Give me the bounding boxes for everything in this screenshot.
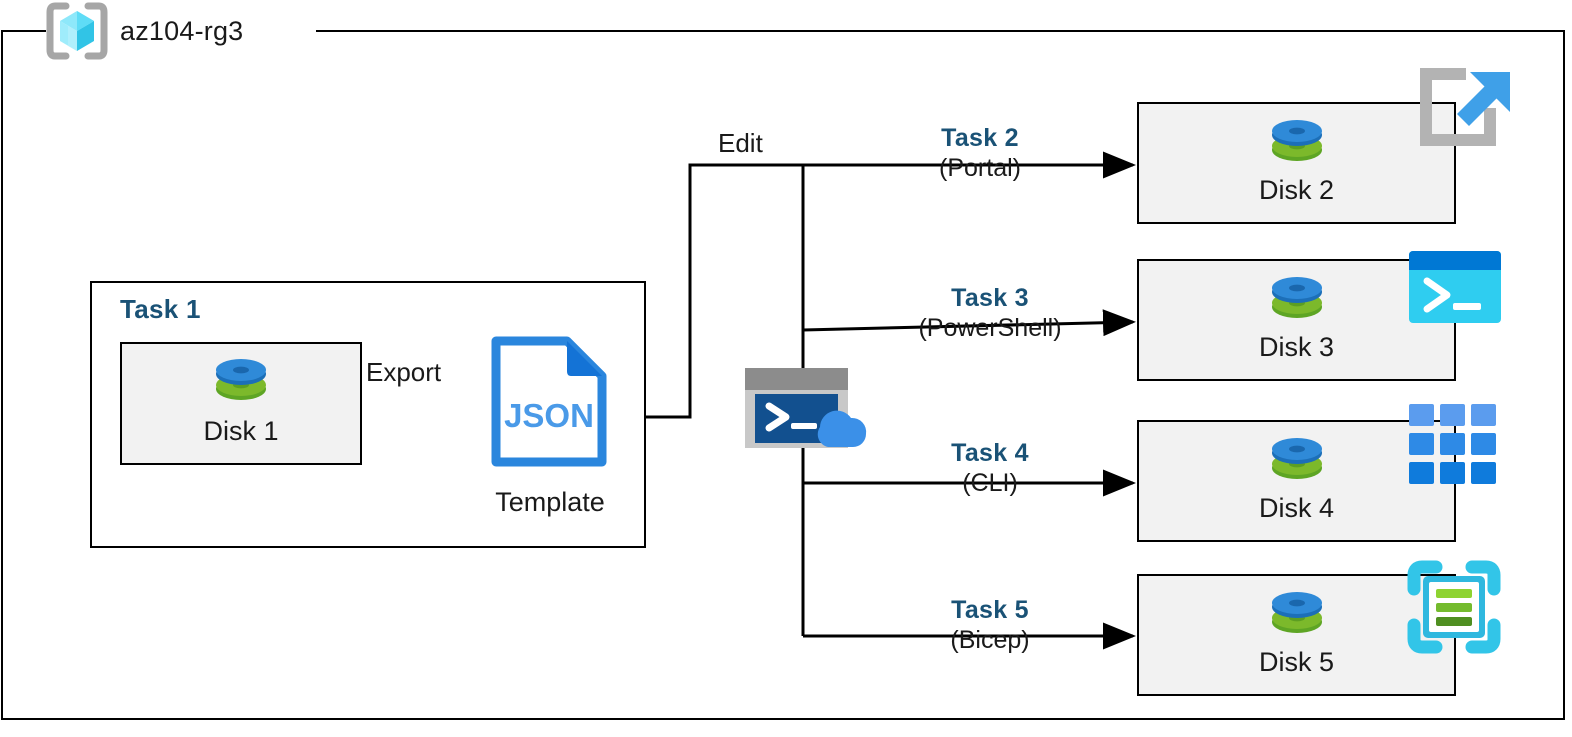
- template-label: Template: [495, 487, 605, 517]
- task5-caption: Task 5 (Bicep): [890, 597, 1090, 653]
- disk-icon: [1267, 585, 1327, 648]
- disk-icon: [211, 352, 271, 415]
- task2-caption: Task 2 (Portal): [880, 125, 1080, 181]
- task2-title: Task 2: [941, 124, 1019, 152]
- disk-icon: [1267, 113, 1327, 176]
- task4-method: (CLI): [962, 468, 1018, 497]
- task4-caption: Task 4 (CLI): [890, 440, 1090, 496]
- disk3-box[interactable]: Disk 3: [1137, 259, 1456, 381]
- disk5-label: Disk 5: [1258, 647, 1334, 677]
- frame-title-gap: [46, 22, 316, 40]
- task4-title: Task 4: [951, 439, 1029, 467]
- resource-group-header: az104-rg3: [46, 2, 244, 60]
- disk-icon: [1267, 431, 1327, 494]
- task5-title: Task 5: [951, 596, 1029, 624]
- disk2-label: Disk 2: [1258, 175, 1334, 205]
- resource-group-frame: [1, 30, 1565, 720]
- task2-method: (Portal): [939, 153, 1021, 182]
- powershell-icon[interactable]: [1409, 251, 1501, 328]
- bicep-icon[interactable]: [1406, 559, 1502, 660]
- export-label: Export: [366, 357, 442, 387]
- disk1-label: Disk 1: [203, 416, 279, 446]
- disk2-box[interactable]: Disk 2: [1137, 102, 1456, 224]
- edit-label: Edit: [718, 128, 763, 158]
- azure-portal-icon[interactable]: [1408, 62, 1518, 177]
- svg-text:JSON: JSON: [504, 397, 594, 434]
- resource-group-name: az104-rg3: [120, 15, 244, 46]
- task3-method: (PowerShell): [918, 313, 1062, 342]
- disk3-label: Disk 3: [1258, 332, 1334, 362]
- task1-label: Task 1: [120, 294, 201, 324]
- cloud-shell-icon[interactable]: [742, 365, 870, 456]
- azure-cli-icon[interactable]: [1409, 404, 1497, 491]
- task3-title: Task 3: [951, 284, 1029, 312]
- disk4-box[interactable]: Disk 4: [1137, 420, 1456, 542]
- disk5-box[interactable]: Disk 5: [1137, 574, 1456, 696]
- task3-caption: Task 3 (PowerShell): [870, 285, 1110, 341]
- disk1-box[interactable]: Disk 1: [120, 342, 362, 465]
- task5-method: (Bicep): [950, 625, 1030, 654]
- resource-group-cube-icon: [46, 2, 108, 60]
- json-file-icon[interactable]: JSON: [489, 334, 609, 474]
- disk-icon: [1267, 270, 1327, 333]
- disk4-label: Disk 4: [1258, 493, 1334, 523]
